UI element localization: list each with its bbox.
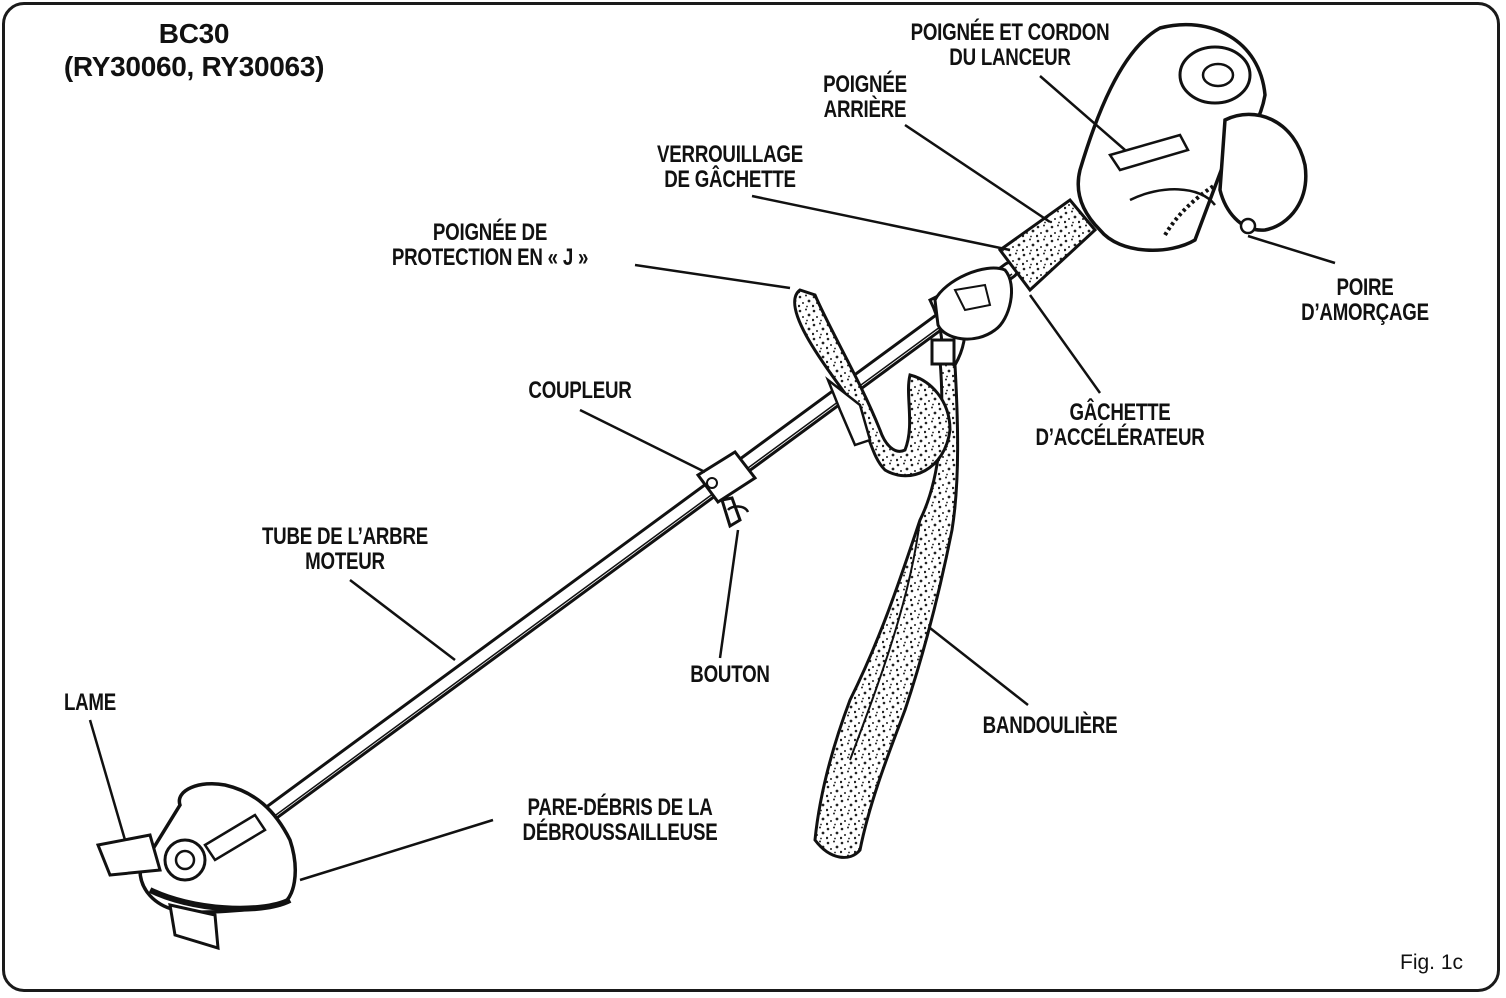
model-variants: (RY30060, RY30063) [63, 51, 325, 82]
label-debris-guard: PARE-DÉBRIS DE LA DÉBROUSSAILLEUSE [522, 794, 718, 846]
label-coupler: COUPLEUR [528, 377, 632, 404]
throttle-housing [933, 266, 1014, 341]
coupler [695, 450, 758, 505]
label-j-handle: POIGNÉE DE PROTECTION EN « J » [391, 219, 589, 271]
leader-lines [88, 75, 1336, 882]
engine [1076, 22, 1308, 252]
label-drive-shaft: TUBE DE L’ARBRE MOTEUR [261, 523, 429, 575]
model-name: BC30 [158, 18, 230, 49]
label-throttle-trigger: GÂCHETTE D’ACCÉLÉRATEUR [1035, 399, 1205, 451]
debris-guard [138, 782, 297, 914]
label-starter-handle: POIGNÉE ET CORDON DU LANCEUR [910, 19, 1110, 71]
rear-handle [997, 197, 1098, 293]
drive-shaft-tube [236, 261, 1019, 841]
label-primer-bulb: POIRE D’AMORÇAGE [1301, 274, 1429, 326]
j-handle [793, 288, 952, 478]
label-rear-handle: POIGNÉE ARRIÈRE [823, 71, 907, 123]
harness-strap [813, 288, 967, 859]
blade [95, 833, 220, 951]
figure-title: BC30 (RY30060, RY30063) [0, 17, 388, 83]
label-blade: LAME [63, 689, 117, 716]
label-trigger-lockout: VERROUILLAGE DE GÂCHETTE [657, 141, 803, 193]
figure-number: Fig. 1c [1400, 951, 1464, 974]
label-knob: BOUTON [690, 661, 770, 688]
label-harness: BANDOULIÈRE [982, 712, 1118, 739]
knob [720, 496, 750, 529]
